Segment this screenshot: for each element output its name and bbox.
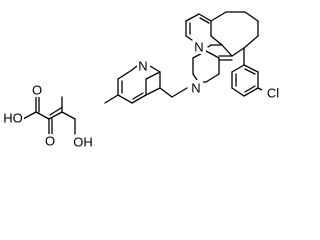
ethylene-bridge	[210, 11, 259, 22]
chlorobenzene-ring	[231, 47, 267, 97]
piperidine-ring	[192, 50, 220, 83]
cycloheptane-ring	[221, 20, 259, 57]
atom-label-acid-o-left: O	[32, 83, 42, 98]
pyridine-ring-fused	[185, 13, 223, 48]
atom-label-piperidine-n: N	[191, 81, 200, 96]
methylene-linker	[159, 87, 188, 98]
fumaric-acid	[22, 96, 76, 135]
atom-label-pyridine-n-fused: N	[194, 40, 203, 55]
atom-label-acid-oh-right: OH	[73, 135, 93, 150]
atom-labels: Cl N N N HO OH O O	[2, 40, 284, 150]
methylpyridine-ring	[104, 65, 161, 104]
atom-label-acid-oh-left: HO	[3, 111, 23, 126]
chemical-structure-diagram: Cl N N N HO OH O O	[2, 11, 284, 150]
atom-label-chlorine: Cl	[267, 86, 279, 101]
exocyclic-double-bond	[218, 55, 233, 61]
atom-label-pyridine-n-methyl: N	[138, 59, 147, 74]
atom-label-acid-o-right: O	[45, 134, 55, 149]
